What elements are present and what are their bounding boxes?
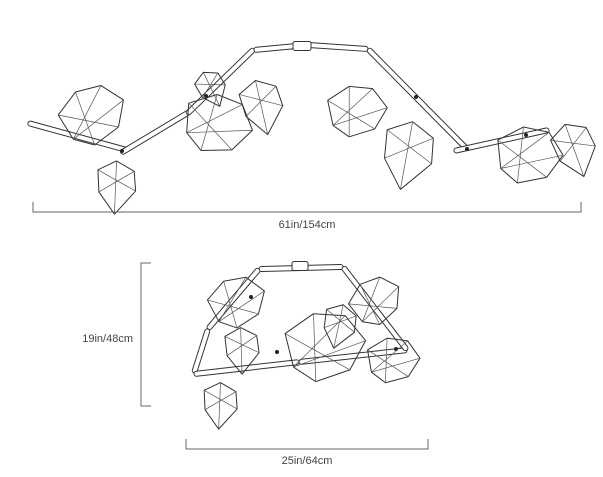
elevation-view-drawing <box>27 41 602 218</box>
elevation-width-label: 61in/154cm <box>279 219 336 231</box>
plan-height-label: 19in/48cm <box>82 333 133 345</box>
plan-view-drawing <box>191 261 424 433</box>
ceiling-connector <box>292 41 312 51</box>
plan-width-dimension: 25in/64cm <box>185 439 429 467</box>
elevation-joint-dots <box>120 94 528 153</box>
plan-height-dimension: 19in/48cm <box>82 262 151 407</box>
plan-width-label: 25in/64cm <box>282 455 333 467</box>
plan-gem-shades <box>197 272 424 433</box>
ceiling-connector-plan <box>291 261 309 271</box>
elevation-width-dimension: 61in/154cm <box>32 202 582 231</box>
